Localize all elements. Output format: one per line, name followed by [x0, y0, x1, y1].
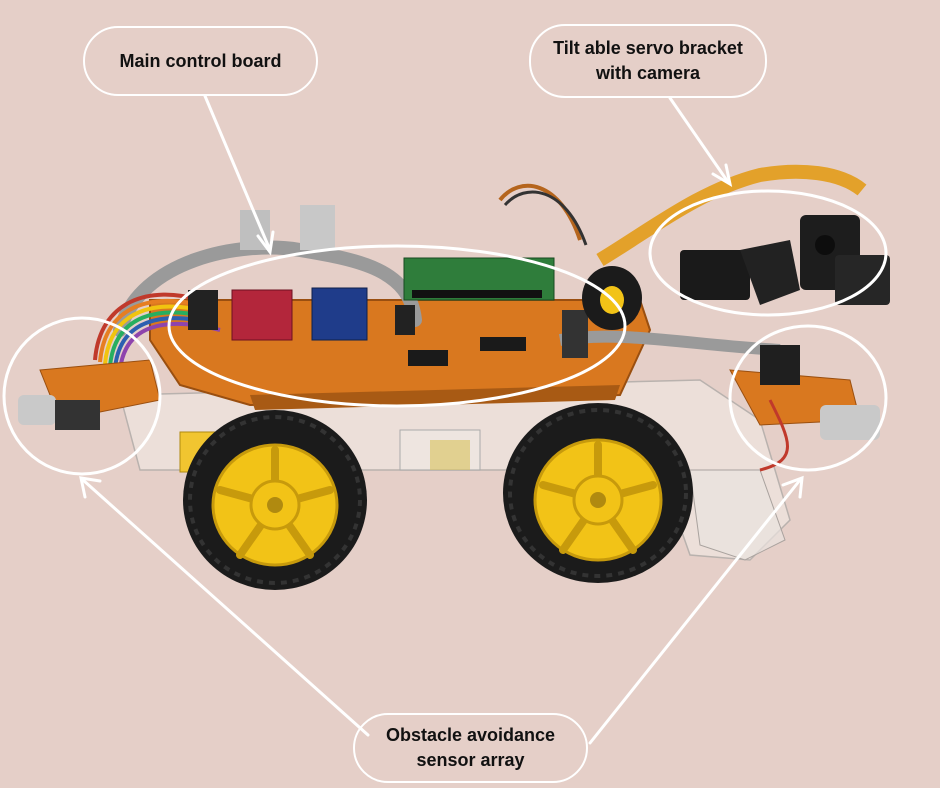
tilt-servo-label-line1: Tilt able servo bracket	[553, 38, 743, 58]
obstacle-sensor-callout: Obstacle avoidance sensor array	[353, 713, 588, 783]
rear-sensor-arrowhead	[781, 475, 804, 499]
rear-wheel	[503, 403, 693, 583]
front-sensor-highlight-ellipse	[2, 316, 162, 476]
tilt-servo-label-line2: with camera	[595, 63, 701, 83]
obstacle-sensor-label-line1: Obstacle avoidance	[385, 725, 556, 745]
main-control-board-callout: Main control board	[83, 26, 318, 96]
rear-sensor-board	[729, 345, 880, 472]
main-board-arrow	[203, 94, 272, 252]
main-board-arrowhead	[256, 230, 275, 256]
rear-sensor-highlight-ellipse	[728, 324, 888, 472]
rear-sensor-arrow	[588, 478, 802, 745]
obstacle-sensor-label-line2: sensor array	[416, 750, 525, 770]
front-sensor-board	[18, 359, 161, 430]
servo-arrowhead	[711, 163, 733, 188]
front-sensor-arrow	[81, 478, 370, 737]
main-board-highlight-ellipse	[167, 244, 627, 408]
main-control-board-label: Main control board	[119, 50, 282, 71]
front-sensor-arrowhead	[79, 476, 102, 499]
servo-camera-highlight-ellipse	[648, 189, 888, 317]
tilt-servo-callout: Tilt able servo bracket with camera	[529, 24, 767, 98]
front-wheel	[183, 410, 367, 590]
pcb-modules	[188, 205, 588, 366]
servo-arrow	[668, 96, 730, 184]
servo-camera-bracket	[498, 164, 890, 305]
grey-ribbon-cable	[113, 240, 422, 337]
